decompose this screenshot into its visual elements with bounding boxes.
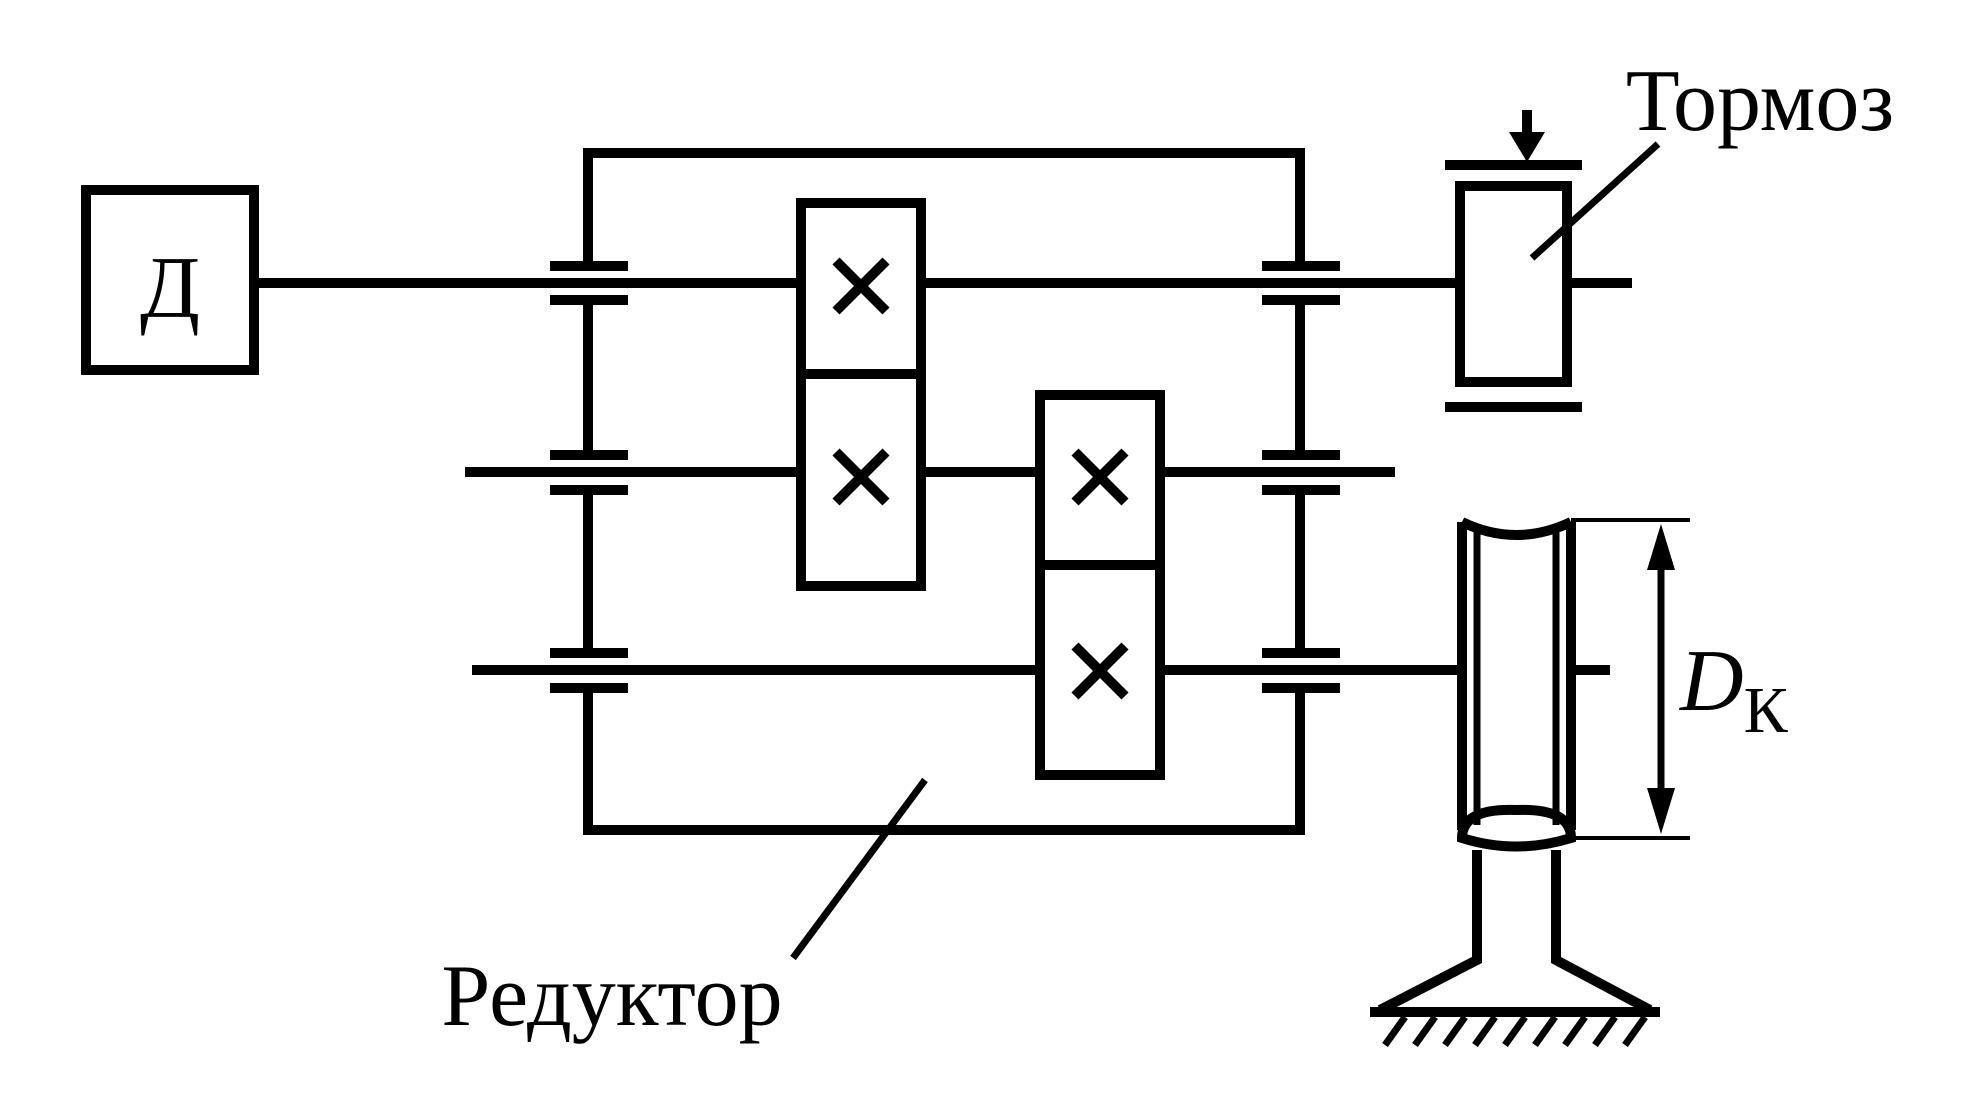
brake: Тормоз: [1445, 53, 1894, 412]
housing-bottom: [583, 690, 1305, 835]
brake-leader: [1529, 141, 1661, 261]
reducer-label: Редуктор: [441, 948, 782, 1045]
gear-box-2: [1035, 390, 1165, 780]
dimension-arrow-up-icon: [1647, 524, 1675, 570]
housing-top: [583, 148, 1305, 262]
diameter-label-sub: К: [1744, 674, 1789, 747]
gear-cross-icon: [1071, 448, 1129, 506]
drum-top-break: [1459, 517, 1574, 540]
gear-box-1: [796, 198, 926, 591]
brake-arrow-icon: [1509, 132, 1545, 162]
ground-hatching: [1382, 1014, 1648, 1048]
reducer-housing: [583, 148, 1305, 835]
motor: Д: [81, 185, 259, 375]
bearings: [550, 261, 1340, 693]
gear-pair-1: [796, 198, 926, 591]
drum: DК: [1456, 517, 1789, 852]
drum-bottom-break: [1456, 804, 1577, 852]
gear-pair-2: [1035, 390, 1165, 780]
motor-label: Д: [140, 240, 200, 337]
dimension-arrow-down-icon: [1647, 788, 1675, 834]
reducer-leader: [790, 777, 928, 961]
brake-drum: [1455, 181, 1572, 387]
diameter-label: DК: [1679, 633, 1789, 747]
shafts: [254, 278, 1632, 675]
diameter-label-main: D: [1679, 633, 1744, 730]
support-right: [1551, 850, 1653, 1015]
reducer-callout: Редуктор: [441, 777, 928, 1045]
gear-cross-icon: [1071, 642, 1129, 700]
gear-cross-icon: [832, 448, 890, 506]
brake-label: Тормоз: [1626, 53, 1894, 150]
support-left: [1377, 850, 1482, 1015]
drum-support: [1370, 850, 1660, 1048]
gear-cross-icon: [832, 257, 890, 315]
